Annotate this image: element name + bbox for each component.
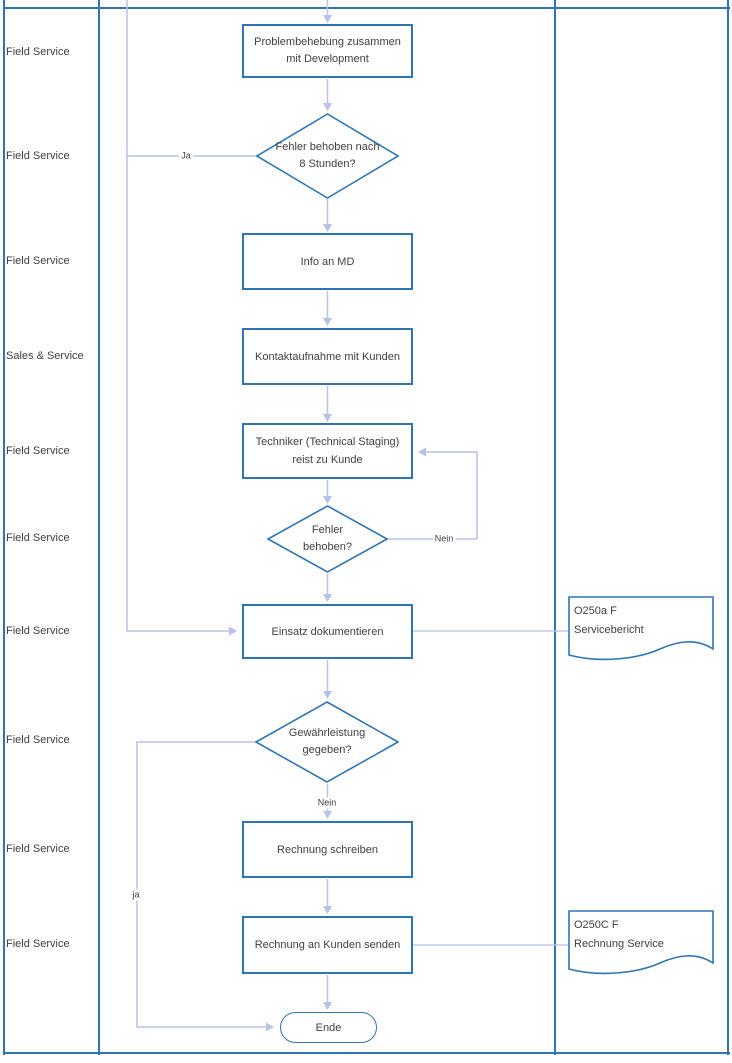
document-shape	[568, 596, 714, 661]
decision-fehler-behoben-8h: Fehler behoben nach 8 Stunden?	[256, 113, 399, 199]
diamond-shape	[255, 701, 399, 783]
document-shape	[568, 910, 714, 975]
decision-label: Fehler behoben?	[303, 524, 352, 553]
diamond-shape	[267, 505, 388, 573]
lane-label-3: Field Service	[6, 255, 70, 267]
edge-ja-vertical-to-einsatz	[126, 0, 229, 632]
document-servicebericht: O250a F Servicebericht	[568, 596, 714, 668]
lane-label-5: Field Service	[6, 445, 70, 457]
document-code: O250C F	[574, 919, 619, 931]
lane-separator-roles	[98, 0, 100, 1055]
lane-border-right	[727, 0, 729, 1055]
terminator-ende: Ende	[280, 1012, 377, 1043]
lane-label-2: Field Service	[6, 150, 70, 162]
arrowhead	[323, 906, 332, 914]
arrowhead	[323, 103, 332, 111]
edge-nein-loop	[386, 451, 478, 540]
arrowhead	[323, 15, 332, 23]
arrowhead	[323, 414, 332, 422]
document-code: O250a F	[574, 605, 617, 617]
lane-border-bottom	[3, 1052, 730, 1054]
edge-label-nein-loop: Nein	[432, 533, 456, 545]
document-name: Servicebericht	[574, 624, 644, 636]
process-techniker-reist: Techniker (Technical Staging) reist zu K…	[242, 423, 413, 479]
lane-separator-documents	[554, 0, 556, 1055]
edge-label-ja-bottom: ja	[130, 889, 142, 901]
lane-label-9: Field Service	[6, 843, 70, 855]
lane-label-7: Field Service	[6, 625, 70, 637]
arrowhead-into-techniker	[418, 447, 426, 457]
arrowhead-into-ende	[266, 1022, 274, 1032]
arrowhead	[323, 811, 332, 819]
edge-label-nein-down: Nein	[315, 797, 339, 809]
decision-gewaehrleistung: Gewährleistung gegeben?	[255, 701, 399, 783]
document-label: O250a F Servicebericht	[574, 602, 644, 640]
document-rechnung-service: O250C F Rechnung Service	[568, 910, 714, 982]
diamond-shape	[256, 113, 399, 199]
lane-border-top	[3, 7, 730, 9]
lane-border-left	[3, 0, 5, 1055]
process-einsatz-dokumentieren: Einsatz dokumentieren	[242, 604, 413, 659]
lane-label-4: Sales & Service	[6, 350, 84, 362]
arrowhead	[323, 224, 332, 232]
process-problembehebung: Problembehebung zusammen mit Development	[242, 24, 413, 78]
arrowhead-into-einsatz	[229, 626, 237, 636]
edge-label-ja-top: Ja	[179, 150, 193, 162]
lane-label-6: Field Service	[6, 532, 70, 544]
decision-fehler-behoben: Fehler behoben?	[267, 505, 388, 573]
lane-label-10: Field Service	[6, 938, 70, 950]
arrowhead	[323, 1002, 332, 1010]
document-label: O250C F Rechnung Service	[574, 916, 664, 954]
arrowhead	[323, 318, 332, 326]
process-rechnung-schreiben: Rechnung schreiben	[242, 821, 413, 878]
process-rechnung-senden: Rechnung an Kunden senden	[242, 916, 413, 974]
document-name: Rechnung Service	[574, 938, 664, 950]
decision-label: Fehler behoben nach 8 Stunden?	[275, 141, 380, 170]
process-kontaktaufnahme: Kontaktaufnahme mit Kunden	[242, 328, 413, 385]
arrowhead	[323, 594, 332, 602]
edge-ja-bottom-to-ende	[136, 741, 266, 1028]
arrowhead	[323, 691, 332, 699]
lane-label-1: Field Service	[6, 46, 70, 58]
decision-label: Gewährleistung gegeben?	[288, 727, 366, 756]
process-info-an-md: Info an MD	[242, 233, 413, 290]
lane-label-8: Field Service	[6, 734, 70, 746]
arrowhead	[323, 496, 332, 504]
